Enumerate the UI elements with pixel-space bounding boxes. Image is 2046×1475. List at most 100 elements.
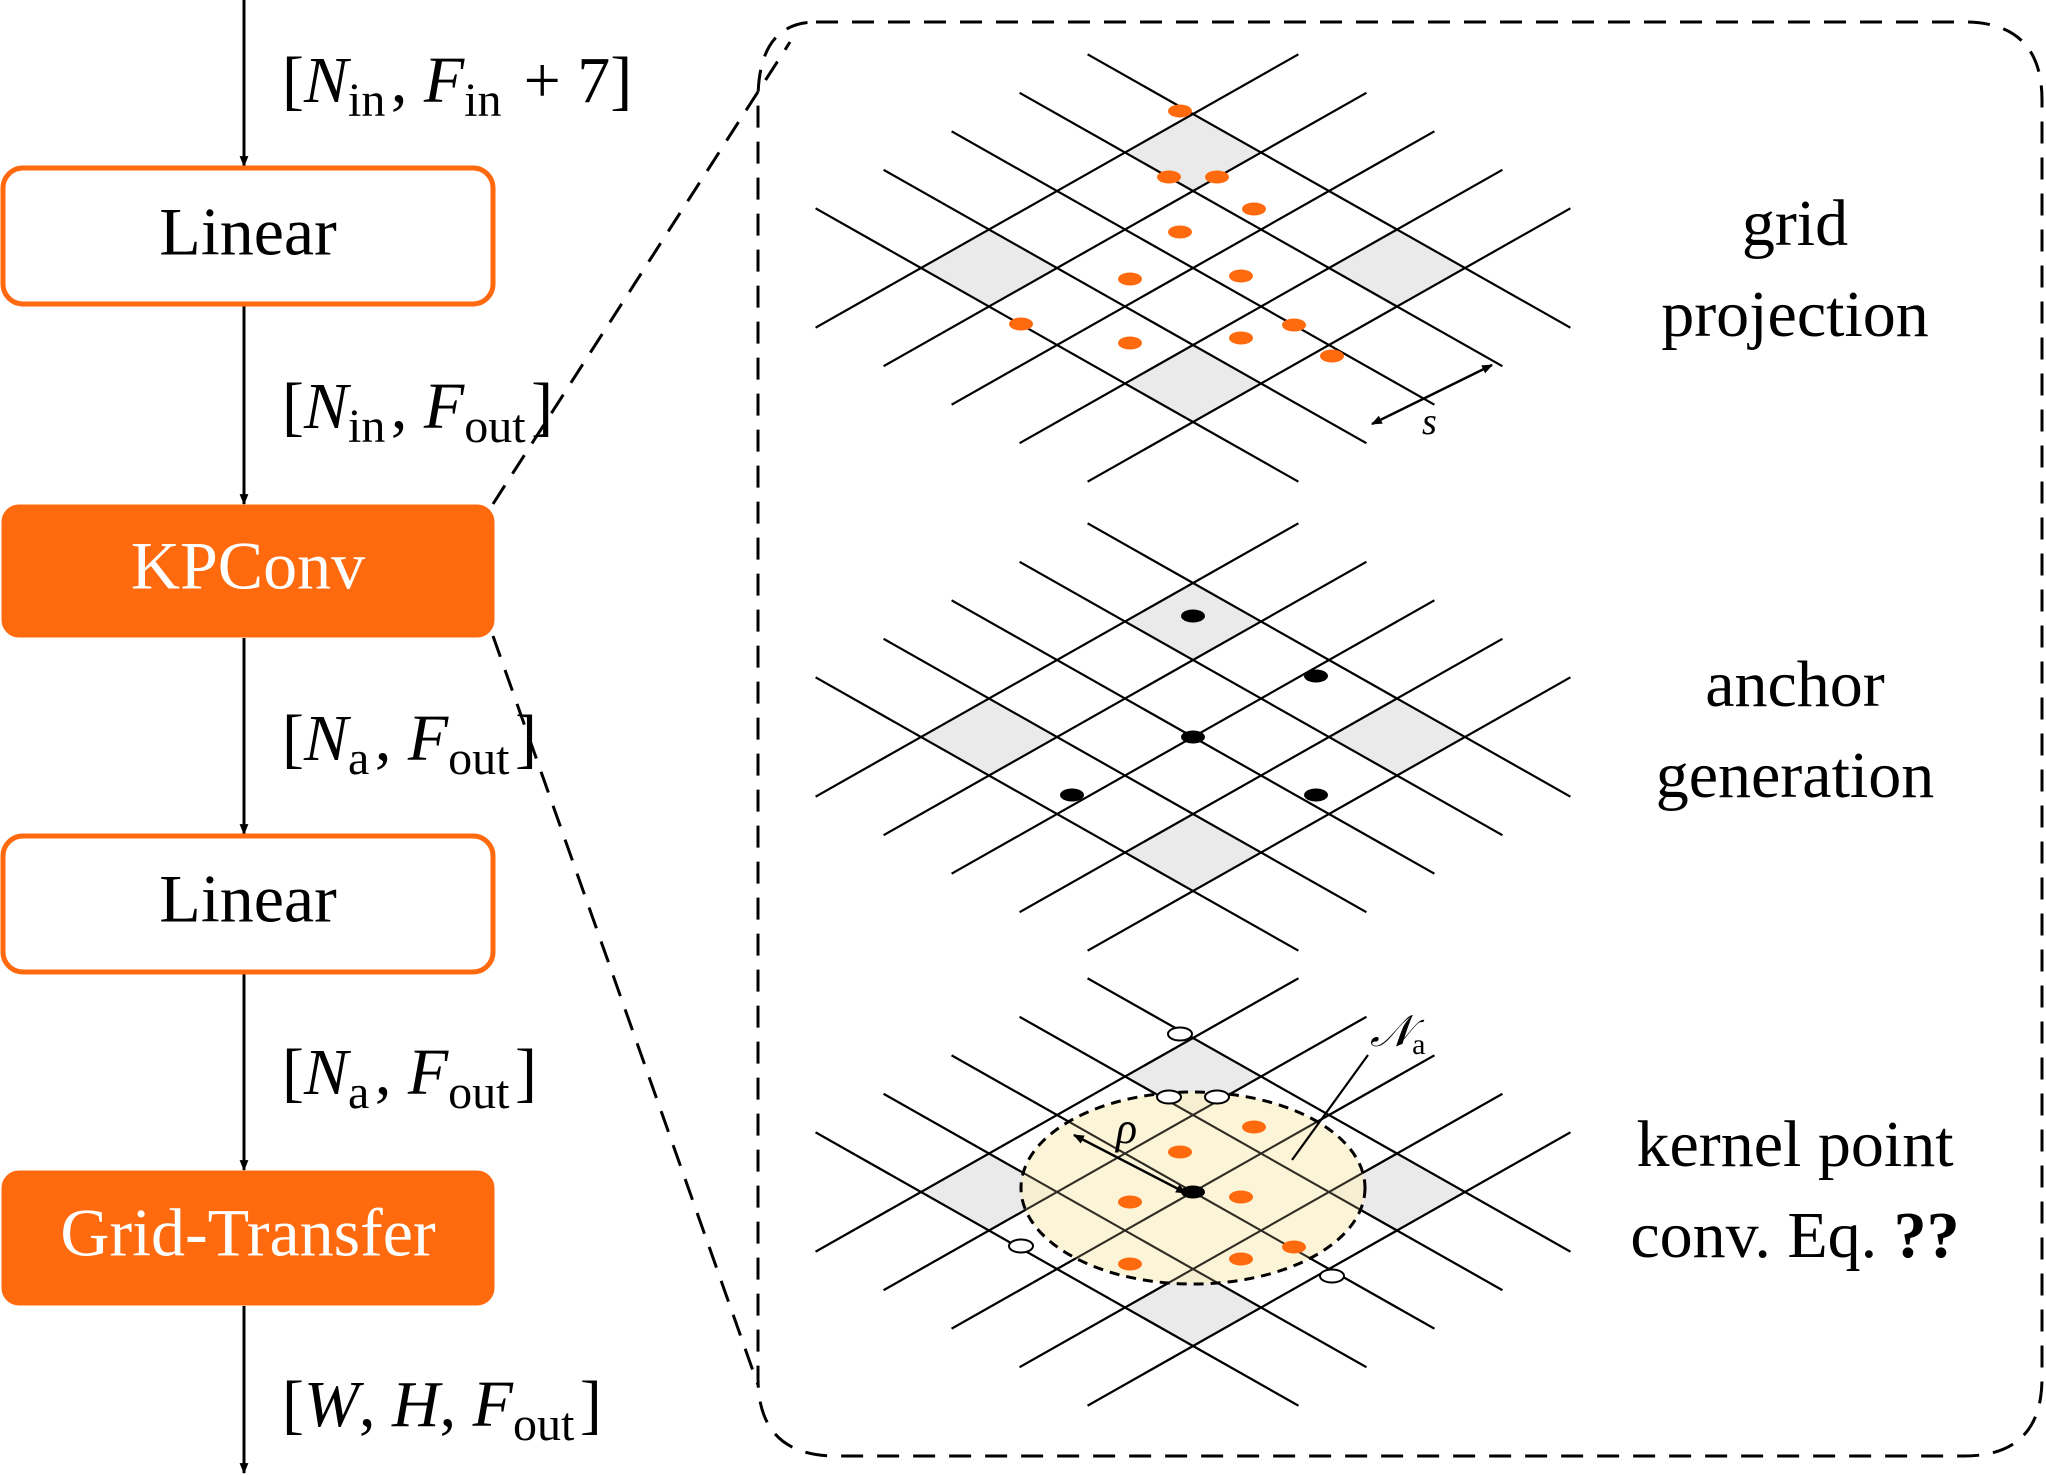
zoom-connector-top [491, 41, 792, 505]
bracket-close: ] [515, 702, 537, 775]
outside-point [1204, 1089, 1230, 1105]
projected-point [1205, 170, 1229, 184]
projected-point [1118, 336, 1142, 350]
grid-spacing-arrow [1371, 363, 1493, 426]
stage-label-kernel-point-conv-line2: conv. Eq. ?? [1630, 1199, 1959, 1272]
stage-label-grid-projection-line1: grid [1742, 187, 1848, 260]
shape-subscript: out [448, 732, 510, 785]
outside-point [1008, 1238, 1034, 1254]
grid-transfer-block: Grid-Transfer [1, 1170, 495, 1306]
grid-line [1087, 207, 1571, 483]
tensor-shape-input: [Nin , Fin + 7] [282, 44, 632, 127]
shape-variable: F [407, 1036, 449, 1109]
zoom-panel-border [756, 20, 2044, 1458]
shape-subscript: in [464, 74, 501, 127]
grid-line [1019, 1092, 1503, 1369]
grid-cell [1125, 814, 1261, 891]
anchor-point [1304, 788, 1328, 802]
grid-line [1019, 637, 1503, 914]
projected-point [1229, 331, 1253, 345]
shape-variable: W [304, 1368, 364, 1441]
grid-spacing-label: s [1422, 401, 1437, 443]
grid-line [815, 207, 1299, 483]
grid-transfer-block-label: Grid-Transfer [60, 1195, 436, 1271]
anchor-point [1181, 1185, 1205, 1199]
grid-cell [921, 698, 1057, 776]
grid-line [883, 1092, 1367, 1369]
shape-separator: , [391, 44, 424, 117]
radius-label: ρ [1114, 1104, 1137, 1153]
stage-label-kernel-point-conv-line1: kernel point [1636, 1108, 1953, 1181]
bracket-close: ] [515, 1036, 537, 1109]
projected-point [1229, 269, 1253, 283]
neighborhood-leader-line [1291, 1054, 1369, 1161]
tensor-shape-after-linear2: [Na , Fout ] [282, 1036, 537, 1119]
projected-point [1168, 104, 1192, 118]
neighborhood-subscript: a [1412, 1028, 1425, 1061]
radius-arrow [1073, 1133, 1187, 1195]
shape-subscript: a [348, 1066, 369, 1119]
tensor-shape-after-linear1: [Nin , Fout ] [282, 370, 553, 453]
equation-reference: ?? [1894, 1199, 1960, 1272]
kpconv-block: KPConv [1, 504, 495, 638]
bracket-open: [ [282, 370, 304, 443]
anchor-point [1304, 669, 1328, 683]
grid-cell [1329, 229, 1465, 307]
grid-line [815, 1131, 1299, 1407]
shape-variable: N [303, 370, 352, 443]
shape-subscript: in [348, 400, 385, 453]
shape-variable: F [407, 702, 449, 775]
grid-cell [1125, 114, 1261, 191]
projected-point [1320, 349, 1344, 363]
shape-subscript: out [513, 1398, 575, 1451]
anchor-generation-panel [815, 522, 1571, 952]
stage-label-anchor-generation-line2: generation [1656, 739, 1935, 812]
shape-variable: N [303, 702, 352, 775]
projected-point [1282, 1240, 1306, 1254]
projected-point [1282, 318, 1306, 332]
bracket-open: [ [282, 1368, 304, 1441]
grid-line [883, 637, 1367, 914]
grid-line [1087, 676, 1571, 952]
stage-label-anchor-generation-line1: anchor [1705, 648, 1885, 721]
projected-point [1157, 170, 1181, 184]
neighborhood-label: 𝒩a [1370, 1007, 1425, 1061]
shape-separator: , [375, 702, 408, 775]
projected-point [1229, 1190, 1253, 1204]
linear-block-1-label: Linear [159, 194, 337, 270]
linear-block-2: Linear [0, 833, 496, 975]
grid-line [1019, 168, 1503, 445]
anchor-point [1060, 788, 1084, 802]
projected-point [1168, 1145, 1192, 1159]
bracket-close: ] [580, 1368, 602, 1441]
pipeline: Linear KPConv Linear Grid-Transfer [Nin … [0, 0, 632, 1475]
grid-line [815, 676, 1299, 952]
projected-point [1242, 1120, 1266, 1134]
projected-point [1168, 225, 1192, 239]
shape-subscript: in [348, 74, 385, 127]
shape-subscript: out [448, 1066, 510, 1119]
anchor-point [1181, 609, 1205, 623]
shape-variable: H [391, 1368, 443, 1441]
grid-cell [1329, 698, 1465, 776]
stage-label-grid-projection-line2: projection [1661, 278, 1929, 351]
shape-subscript: a [348, 732, 369, 785]
zoom-connectors [491, 41, 792, 1386]
shape-separator: , [375, 1036, 408, 1109]
grid-spacing-annotation: s [1371, 363, 1493, 443]
shape-variable: N [303, 44, 352, 117]
projected-point [1009, 317, 1033, 331]
zoom-connector-bottom [491, 635, 760, 1386]
projected-point [1118, 272, 1142, 286]
kpconv-block-label: KPConv [131, 528, 365, 604]
outside-point [1167, 1026, 1193, 1042]
bracket-open: [ [282, 44, 304, 117]
projected-point [1229, 1252, 1253, 1266]
outside-point [1319, 1268, 1345, 1284]
shape-variable: F [472, 1368, 514, 1441]
kernel-point-conv-panel: ρ 𝒩a [815, 977, 1571, 1407]
grid-cell [1125, 345, 1261, 422]
grid-projection-panel [815, 53, 1571, 483]
grid-cell [921, 229, 1057, 307]
